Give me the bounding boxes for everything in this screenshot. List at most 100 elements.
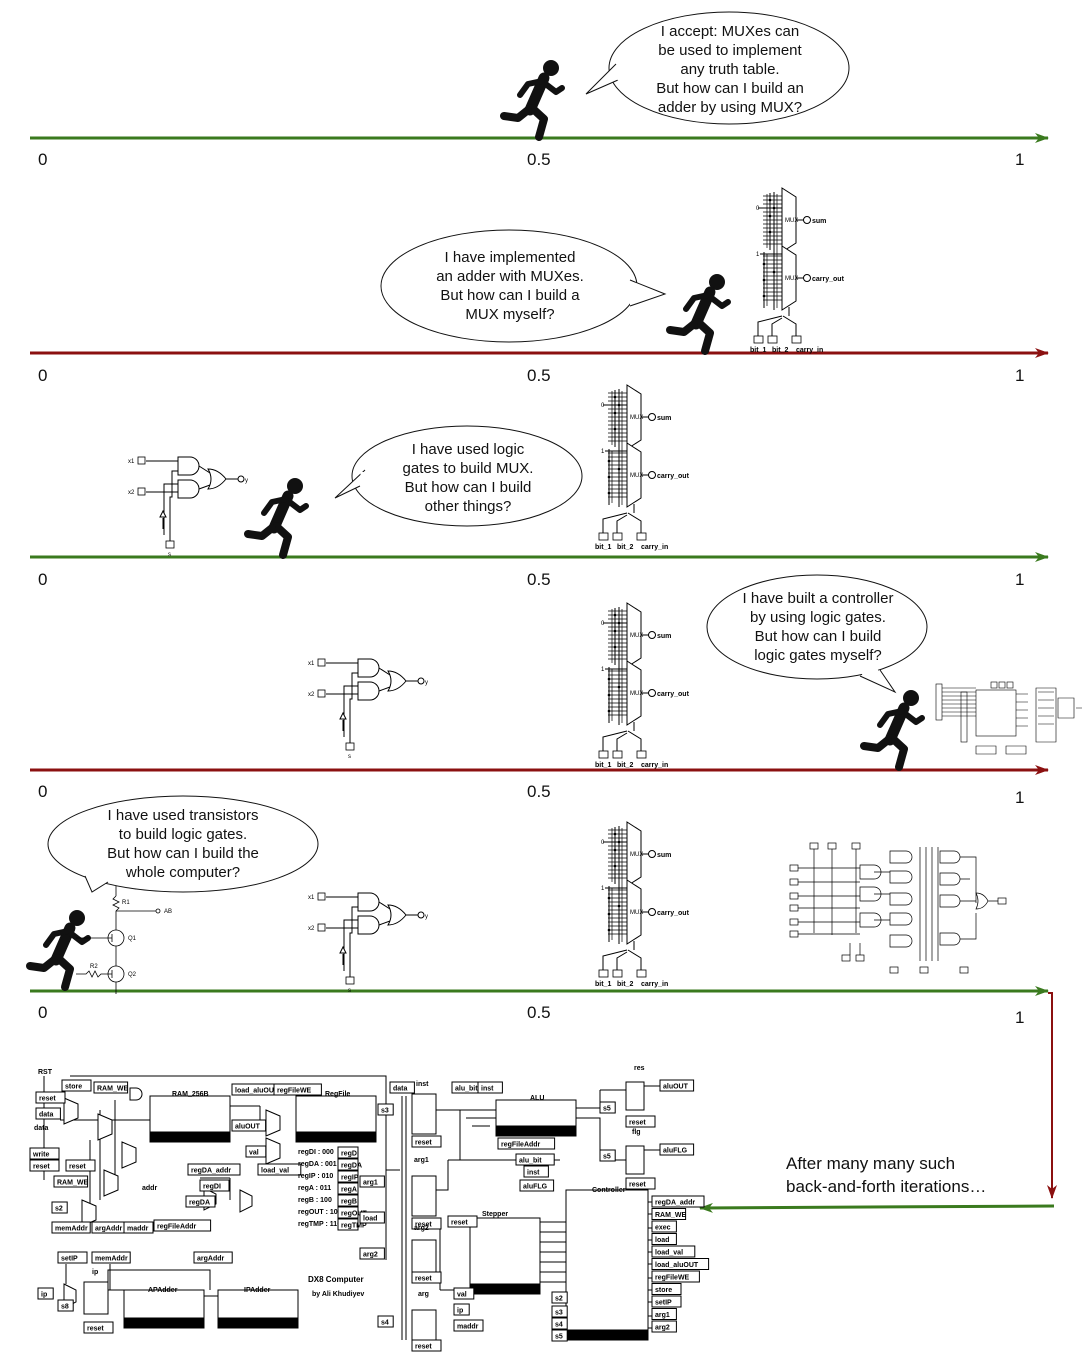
svg-text:maddr: maddr (457, 1324, 479, 1331)
reg-code-2: regIP : 010 (298, 1173, 333, 1180)
reset-pin-stepper: reset (447, 1215, 478, 1228)
ctrl-out-9: arg1 (651, 1308, 677, 1320)
stepper-title: Stepper (482, 1211, 508, 1218)
axis-label-4-2: 1 (1015, 1008, 1025, 1027)
memaddr-pin-left: memAddr (51, 1221, 91, 1234)
svg-text:store: store (655, 1287, 672, 1294)
svg-text:s5: s5 (603, 1106, 611, 1113)
stepper-impl: c6s6_stepper_impl (474, 1288, 524, 1294)
svg-text:regDA_addr: regDA_addr (655, 1200, 695, 1207)
arg2-label: arg2 (414, 1225, 429, 1232)
bubble-text-3: I have built a controller by using logic… (742, 590, 894, 664)
aluflg-pin-right: aluFLG (659, 1143, 695, 1156)
axis-label-3-0: 0 (38, 782, 48, 801)
svg-text:inst: inst (527, 1170, 540, 1177)
val-pin-left: val (245, 1145, 267, 1158)
reg-pin-0: regDI (337, 1146, 359, 1159)
svg-text:s2: s2 (555, 1296, 563, 1303)
ram-we-pin-left: RAM_WE (53, 1175, 88, 1188)
axis-label-0-1: 0.5 (527, 150, 551, 169)
svg-text:s8: s8 (61, 1304, 69, 1311)
computer-title: DX8 Computer (308, 1275, 364, 1284)
inst-pin-top: inst (477, 1081, 503, 1094)
svg-text:regDI: regDI (203, 1184, 221, 1191)
alu-impl: c6s6_cpu_8b_impl (510, 1130, 560, 1136)
argaddr-pin-bottom: argAddr (193, 1251, 233, 1264)
mux-adder-circuit-2 (594, 384, 691, 552)
regfile-title: RegFile (325, 1091, 350, 1098)
svg-text:regB: regB (341, 1199, 357, 1206)
s8-pin: s8 (57, 1299, 74, 1312)
ctrl-out-0: regDA_addr (651, 1195, 705, 1208)
inst-label: inst (416, 1081, 429, 1088)
ctrl-out-5: load_aluOUT (651, 1258, 710, 1270)
speech-bubble-4 (47, 795, 319, 893)
svg-text:reset: reset (415, 1222, 432, 1229)
arg2-pin-in: arg2 (359, 1247, 385, 1260)
ram-we-pin-top: RAM_WE (93, 1081, 128, 1094)
ctrl-out-4: load_val (651, 1245, 696, 1258)
regfile-we-pin: regFileWE (273, 1083, 322, 1096)
s4-pin-left: s4 (377, 1315, 394, 1328)
s4-pin-ctrl: s4 (551, 1317, 568, 1330)
svg-text:aluFLG: aluFLG (663, 1148, 688, 1155)
reset-pin-arg2: reset (411, 1271, 442, 1284)
computer-schematic (43, 1075, 660, 1341)
reset-pin-inst: reset (411, 1135, 442, 1148)
svg-text:load_val: load_val (655, 1250, 683, 1257)
ctrl-out-3: load (651, 1233, 677, 1245)
reg-code-4: regB : 100 (298, 1197, 332, 1204)
reg-pin-5: regOUT (337, 1206, 367, 1219)
reset-pin-left: reset (29, 1159, 60, 1172)
s5-pin-ctrl: s5 (551, 1329, 568, 1342)
svg-text:memAddr: memAddr (55, 1226, 88, 1233)
svg-text:regDI: regDI (341, 1151, 359, 1158)
ctrl-out-2: exec (651, 1220, 677, 1233)
ctrl-out-8: setIP (651, 1295, 682, 1308)
svg-text:reset: reset (87, 1326, 104, 1333)
svg-text:load_aluOUT: load_aluOUT (655, 1262, 699, 1269)
svg-text:store: store (65, 1084, 82, 1091)
svg-text:ip: ip (41, 1292, 47, 1299)
setip-pin: setIP (57, 1251, 88, 1264)
load-pin: load (359, 1211, 385, 1224)
svg-text:RAM_WE: RAM_WE (655, 1212, 686, 1219)
row-0 (30, 11, 1049, 143)
s3-pin: s3 (377, 1103, 394, 1116)
svg-text:reset: reset (39, 1096, 56, 1103)
ip-label: ip (92, 1269, 98, 1276)
svg-text:setIP: setIP (61, 1256, 78, 1263)
transistor-circuit-4 (75, 885, 173, 995)
axis-label-4-1: 0.5 (527, 1003, 551, 1022)
svg-text:write: write (32, 1152, 49, 1159)
load-val-pin-left: load_val (257, 1163, 302, 1176)
mux-adder-circuit-4 (594, 821, 691, 989)
svg-text:reset: reset (629, 1120, 646, 1127)
ram-title: RAM_256B (172, 1091, 209, 1098)
svg-text:reset: reset (451, 1220, 468, 1227)
svg-text:s4: s4 (555, 1322, 563, 1329)
addr-label: addr (142, 1185, 157, 1192)
svg-text:maddr: maddr (127, 1226, 149, 1233)
regda-pin: regDA (185, 1195, 216, 1208)
ip-pin-left: ip (37, 1287, 54, 1300)
reg-pin-6: regTMP (337, 1218, 367, 1231)
val-pin-right: val (453, 1287, 475, 1300)
return-arrow (1047, 992, 1057, 1199)
svg-text:load_aluOUT: load_aluOUT (235, 1088, 279, 1095)
maddr-pin-right: maddr (453, 1319, 484, 1332)
logic-gate-mux-circuit-3 (307, 658, 429, 761)
axis-label-0-0: 0 (38, 150, 48, 169)
computer-author: by Ali Khudiyev (312, 1291, 364, 1298)
arg1-pin-in: arg1 (359, 1175, 385, 1188)
svg-text:RAM_WE: RAM_WE (97, 1086, 128, 1093)
svg-text:aluOUT: aluOUT (663, 1084, 689, 1091)
regfile-impl: c6s6_reg_3x8_impl (306, 1136, 358, 1142)
ctrl-out-7: store (651, 1283, 682, 1295)
reg-code-5: regOUT : 101 (298, 1209, 342, 1216)
svg-text:data: data (39, 1112, 54, 1119)
data-pin-left: data (35, 1107, 61, 1120)
reg-pin-2: regIP (337, 1170, 359, 1183)
